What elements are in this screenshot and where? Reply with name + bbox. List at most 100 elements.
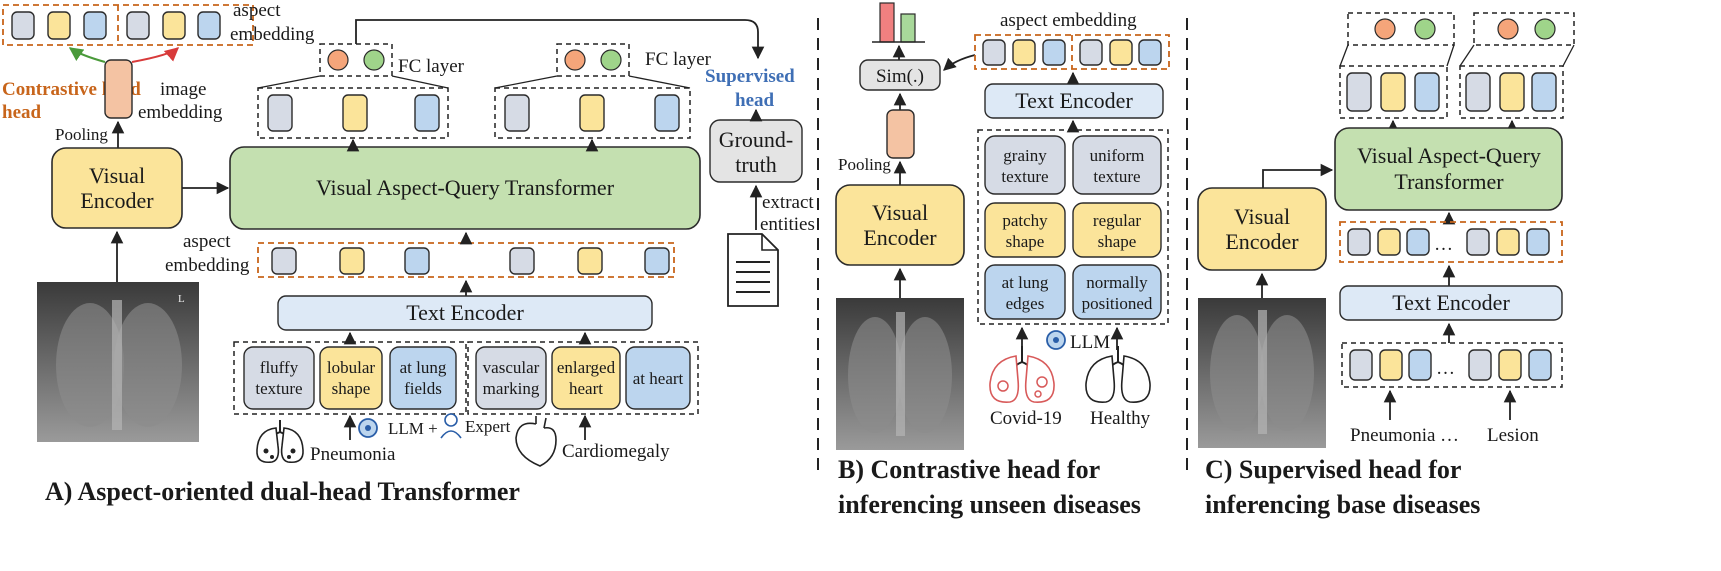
token-yellow (342, 94, 368, 132)
aspect-text: normally (1086, 273, 1148, 292)
caption-a: A) Aspect-oriented dual-head Transformer (45, 477, 520, 506)
token-yellow (47, 11, 71, 40)
token-gray (1466, 228, 1490, 256)
token-yellow (1499, 72, 1525, 112)
token-gray (126, 11, 150, 40)
token-gray (1346, 72, 1372, 112)
class-dot-green (600, 49, 622, 71)
token-blue (1414, 72, 1440, 112)
token-blue (1528, 349, 1552, 381)
aspect-box-yellow (551, 346, 621, 410)
token-blue (1526, 228, 1550, 256)
ellipsis: … (1436, 358, 1455, 379)
text-encoder-label: Text Encoder (1392, 290, 1510, 315)
pneumonia-aspects-group (233, 341, 467, 415)
fc-dots-2 (556, 43, 630, 77)
text-encoder-label: Text Encoder (406, 300, 524, 325)
aspect-text: fields (404, 379, 442, 398)
token-gray (1349, 349, 1373, 381)
arrow (943, 54, 976, 71)
aspect-box-gray (1072, 135, 1162, 195)
covid-label: Covid-19 (990, 408, 1062, 429)
score-bar-red (879, 2, 895, 43)
aspect-embedding-row (257, 242, 675, 278)
token-yellow (339, 247, 365, 275)
caption-c-2: inferencing base diseases (1205, 490, 1480, 519)
fc-connector (628, 75, 691, 89)
lesion-label: Lesion (1487, 425, 1539, 446)
token-yellow (577, 247, 603, 275)
fc-connector (1339, 44, 1349, 67)
aspect-embedding-group-topleft (2, 4, 254, 46)
aspect-box-gray (475, 346, 547, 410)
contrastive-arrow-green (68, 47, 106, 63)
supervised-arrow (355, 19, 765, 60)
aspect-box-blue (984, 264, 1066, 320)
aspect-embedding-mid-label-2: embedding (165, 255, 250, 276)
aspect-text: shape (1098, 232, 1137, 251)
class-dots-1 (1347, 12, 1455, 46)
llm-label: LLM (1070, 332, 1110, 353)
aspect-row (1341, 342, 1563, 388)
chest-xray-image (836, 298, 964, 450)
visual-encoder-label-2: Encoder (863, 225, 937, 250)
aspect-text: grainy (1003, 146, 1047, 165)
token-gray (267, 94, 293, 132)
visual-aspect-query-transformer (1334, 127, 1563, 211)
visual-encoder (835, 184, 965, 266)
token-blue (414, 94, 440, 132)
token-yellow (1377, 228, 1401, 256)
token-yellow (1380, 72, 1406, 112)
transformer-label: Visual Aspect-Query (1357, 143, 1541, 168)
token-blue (1408, 349, 1432, 381)
aspect-text: at heart (633, 369, 684, 388)
caption-b-2: inferencing unseen diseases (838, 490, 1141, 519)
cardiomegaly-label: Cardiomegaly (562, 441, 670, 462)
llm-expert-label: LLM + (388, 419, 438, 438)
token-yellow (1012, 39, 1036, 66)
fc-output-group-2 (494, 87, 691, 139)
visual-encoder-label-2: Encoder (80, 188, 154, 213)
class-dot-orange (327, 49, 349, 71)
ground-truth-label: Ground- (719, 127, 794, 152)
aspect-text: lobular (327, 358, 375, 377)
fc-connector (1459, 44, 1475, 67)
aspect-text: edges (1006, 294, 1045, 313)
image-embedding-label-2: embedding (138, 102, 223, 123)
pneumonia-label: Pneumonia (310, 444, 396, 465)
fc-connector (391, 75, 449, 89)
pooling-label: Pooling (838, 155, 891, 174)
sim-box (859, 59, 941, 91)
token-blue (83, 11, 107, 40)
visual-encoder (1197, 187, 1327, 271)
covid-lungs-icon (989, 346, 1055, 403)
class-dot-orange (1374, 18, 1396, 40)
aspect-text: shape (1006, 232, 1045, 251)
aspect-embedding-row (1339, 221, 1563, 263)
class-dots-2 (1473, 12, 1575, 46)
score-bar-green (900, 13, 916, 43)
cardiomegaly-aspects-group (467, 341, 699, 415)
visual-encoder-label: Visual (89, 163, 145, 188)
visual-aspect-query-transformer (229, 146, 701, 230)
llm-icon (1046, 330, 1066, 350)
supervised-head-label: Supervised (705, 66, 795, 87)
token-yellow (1498, 349, 1522, 381)
aspect-box-yellow (1072, 202, 1162, 258)
text-encoder (1339, 285, 1563, 321)
aspect-embedding-top-label-2: embedding (230, 24, 315, 45)
contrastive-arrow-red (131, 47, 180, 63)
token-yellow (1109, 39, 1133, 66)
contrastive-head-label-2: head (2, 102, 42, 123)
arrow (1262, 163, 1334, 188)
aspect-box-blue (625, 346, 691, 410)
fc-output-group-1 (1339, 65, 1448, 119)
token-yellow (162, 11, 186, 40)
class-dot-green (1414, 18, 1436, 40)
caption-b: B) Contrastive head for (838, 455, 1100, 484)
class-dot-orange (1497, 18, 1519, 40)
token-blue (644, 247, 670, 275)
class-dot-green (363, 49, 385, 71)
document-icon (727, 233, 779, 307)
chest-xray-image (1198, 298, 1326, 448)
